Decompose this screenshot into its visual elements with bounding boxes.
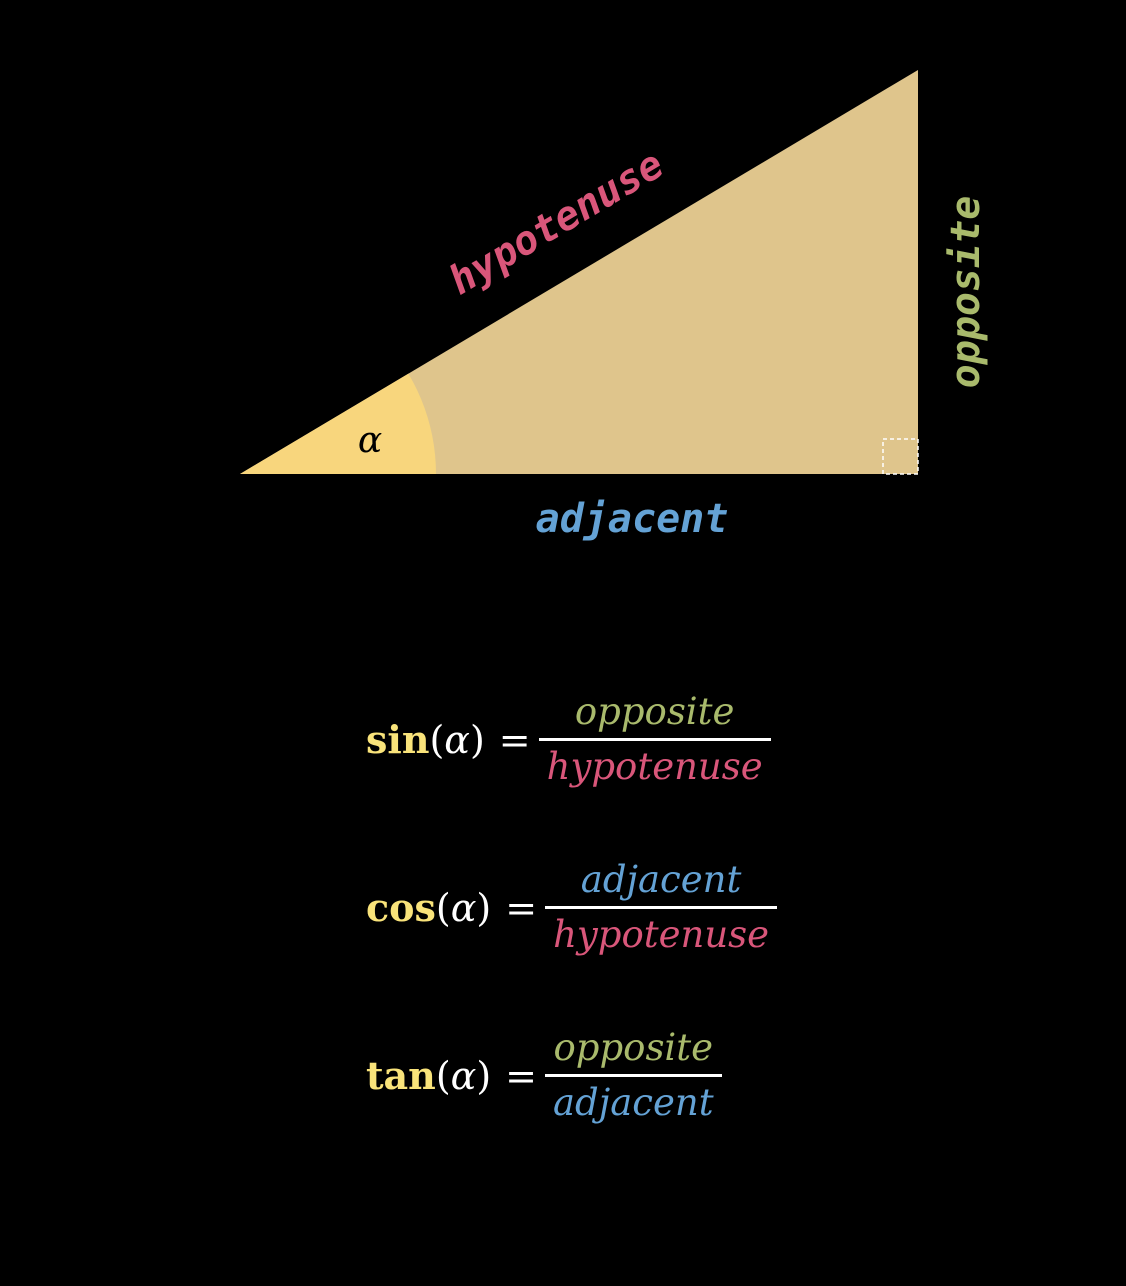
numerator: opposite <box>544 1022 722 1077</box>
equals-sign: = <box>505 1053 537 1098</box>
cosine-formula: cos(α) = adjacent hypotenuse <box>366 854 778 961</box>
opposite-label: opposite <box>943 196 989 389</box>
angle-argument: α <box>450 1053 477 1098</box>
right-triangle-diagram: α hypotenuse opposite adjacent <box>240 70 989 542</box>
right-angle-marker <box>882 438 919 475</box>
close-paren: ) <box>476 885 492 930</box>
equals-sign: = <box>505 885 538 930</box>
tangent-formula: tan(α) = opposite adjacent <box>366 1022 722 1129</box>
function-name: tan <box>366 1053 436 1098</box>
triangle-shape <box>240 70 918 474</box>
angle-argument: α <box>450 885 477 930</box>
numerator: opposite <box>538 686 771 741</box>
close-paren: ) <box>476 1053 492 1098</box>
numerator: adjacent <box>545 854 778 909</box>
fraction: opposite hypotenuse <box>538 686 771 793</box>
angle-argument: α <box>444 717 470 762</box>
close-paren: ) <box>469 717 485 762</box>
fraction: opposite adjacent <box>544 1022 722 1129</box>
open-paren: ( <box>435 885 451 930</box>
function-name: cos <box>366 885 436 930</box>
denominator: hypotenuse <box>553 913 770 956</box>
denominator: adjacent <box>552 1081 714 1124</box>
equals-sign: = <box>498 717 531 762</box>
open-paren: ( <box>429 717 445 762</box>
angle-label: α <box>358 420 382 461</box>
sine-formula: sin(α) = opposite hypotenuse <box>366 686 771 793</box>
denominator: hypotenuse <box>546 745 763 788</box>
function-name: sin <box>366 717 430 762</box>
open-paren: ( <box>435 1053 451 1098</box>
adjacent-label: adjacent <box>536 496 729 542</box>
fraction: adjacent hypotenuse <box>545 854 778 961</box>
